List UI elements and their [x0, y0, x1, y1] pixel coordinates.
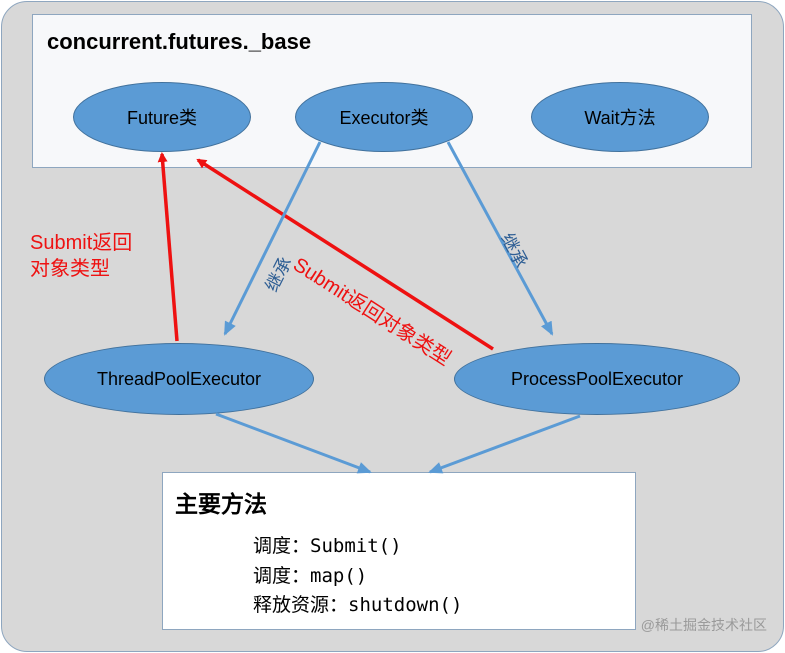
future-node: Future类 — [73, 82, 251, 152]
wait-node-label: Wait方法 — [584, 108, 656, 128]
method-submit: 调度：Submit() — [253, 535, 402, 557]
inherit-arrow-right — [446, 141, 554, 336]
submit-return-label-left-line2: 对象类型 — [30, 258, 110, 280]
method-map: 调度：map() — [253, 565, 368, 587]
module-title: concurrent.futures._base — [47, 29, 312, 54]
method-shutdown: 释放资源：shutdown() — [253, 594, 463, 616]
future-node-label: Future类 — [126, 108, 198, 128]
submit-return-label-left: Submit返回 对象类型 — [30, 230, 132, 282]
submit-return-arrow-left — [157, 152, 179, 342]
process-pool-node-label: ProcessPoolExecutor — [510, 368, 684, 389]
inherit-arrow-left — [223, 141, 322, 336]
methods-title: 主要方法 — [175, 491, 267, 517]
executor-node-label: Executor类 — [339, 108, 429, 128]
executor-node: Executor类 — [295, 82, 473, 152]
thread-to-methods-arrow — [215, 412, 372, 474]
wait-node: Wait方法 — [531, 82, 709, 152]
submit-return-label-left-line1: Submit返回 — [30, 232, 133, 254]
process-to-methods-arrow — [428, 414, 581, 474]
thread-pool-node-label: ThreadPoolExecutor — [96, 368, 262, 389]
submit-return-arrow-diag — [196, 158, 494, 351]
process-pool-node: ProcessPoolExecutor — [454, 343, 740, 415]
watermark: @稀土掘金技术社区 — [640, 617, 767, 633]
methods-box: 主要方法 调度：Submit() 调度：map() 释放资源：shutdown(… — [162, 472, 636, 630]
thread-pool-node: ThreadPoolExecutor — [44, 343, 314, 415]
